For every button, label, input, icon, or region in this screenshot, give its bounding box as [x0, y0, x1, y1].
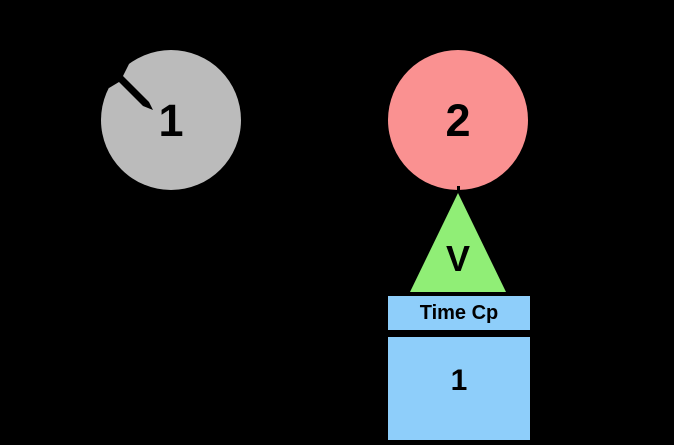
node-1-label: 1 — [158, 94, 184, 146]
state-table: Time Cp 1 — [386, 294, 532, 440]
transition-label: V — [445, 238, 470, 279]
connector-node2-to-transition — [457, 186, 460, 200]
node-circle-2[interactable]: 2 — [388, 50, 528, 190]
table-header-time-cp: Time Cp — [386, 294, 532, 332]
transition-triangle-v[interactable]: V — [410, 193, 506, 292]
node-circle-1[interactable]: 1 — [101, 50, 241, 190]
node-2-label: 2 — [445, 94, 471, 146]
triangle-icon — [410, 193, 506, 292]
table-row[interactable]: 1 — [386, 335, 532, 440]
